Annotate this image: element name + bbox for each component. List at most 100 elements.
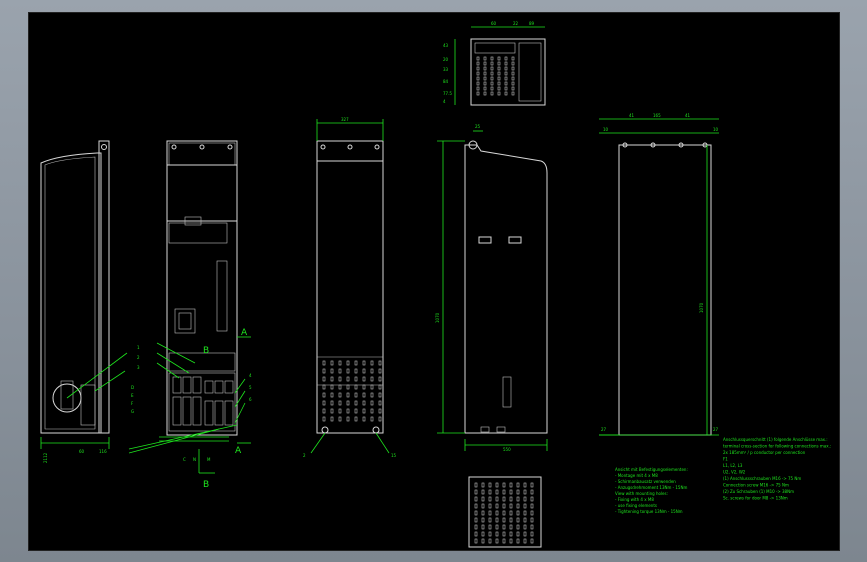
note-line: Anschlussquerschnitt (1) folgende Anschl… (723, 437, 828, 442)
vent-slot (511, 76, 515, 81)
vent-slot (474, 503, 478, 509)
vent-slot (474, 496, 478, 502)
vent-slot (322, 368, 326, 374)
vent-slot (523, 496, 527, 502)
vent-slot (504, 71, 508, 76)
vent-slot (322, 392, 326, 398)
vent-slot (362, 408, 366, 414)
svg-text:60: 60 (491, 21, 497, 26)
note-line: (2) Zu Schrauben (1) M10 -> 38Nm (723, 489, 794, 494)
vent-slot (322, 416, 326, 422)
vent-slot (370, 392, 374, 398)
note-line: (1) Anschlussschrauben M16 -> 75 Nm (723, 476, 801, 481)
vent-slot (509, 538, 513, 544)
section-marker-a-top: A (241, 328, 248, 338)
top-view: 43 20 33 84 77.5 4 60 22 89 (443, 21, 546, 106)
vent-slot (530, 524, 534, 530)
vent-slot (370, 360, 374, 366)
vent-slot (502, 482, 506, 488)
vent-slot (354, 376, 358, 382)
vent-slot (476, 56, 480, 61)
vent-slot (481, 531, 485, 537)
note-line: - Montage mit 4 x M8 (615, 473, 658, 478)
vent-slot (362, 376, 366, 382)
vent-slot (481, 489, 485, 495)
svg-text:2: 2 (303, 453, 306, 458)
vent-slot (362, 400, 366, 406)
vent-slot (497, 91, 501, 96)
vent-slot (523, 517, 527, 523)
notes-left: Ansicht mit Befestigungselementen:- Mont… (615, 467, 688, 514)
vent-slot (322, 408, 326, 414)
vent-slot (338, 376, 342, 382)
vent-slot (530, 517, 534, 523)
note-line: Sc. screws for door M8 -> 13Nm (723, 496, 788, 501)
svg-text:2: 2 (137, 355, 140, 360)
cad-drawing: 2112 60 116 (40, 21, 831, 548)
vent-slot (378, 400, 382, 406)
vent-slot (530, 482, 534, 488)
vent-slot (511, 71, 515, 76)
vent-slot (495, 531, 499, 537)
svg-text:165: 165 (653, 113, 661, 118)
vent-slot (378, 360, 382, 366)
svg-text:15: 15 (391, 453, 397, 458)
vent-slot (481, 496, 485, 502)
vent-slot (516, 489, 520, 495)
vent-slot (497, 71, 501, 76)
vent-slot (346, 392, 350, 398)
svg-text:4: 4 (443, 99, 446, 104)
vent-slot (362, 384, 366, 390)
vent-slot (530, 503, 534, 509)
vent-slot (495, 489, 499, 495)
vent-slot (509, 489, 513, 495)
vent-slot (322, 400, 326, 406)
svg-text:M: M (207, 457, 211, 462)
vent-slot (346, 400, 350, 406)
svg-text:2112: 2112 (43, 452, 48, 463)
note-line: View with mounting holes: (615, 491, 668, 496)
svg-text:N: N (193, 457, 196, 462)
vent-slot (495, 482, 499, 488)
vent-slot (497, 61, 501, 66)
vent-slot (523, 524, 527, 530)
vent-slot (330, 376, 334, 382)
vent-slot (330, 408, 334, 414)
vent-slot (490, 71, 494, 76)
vent-slot (481, 482, 485, 488)
note-line: L1, L2, L3 (723, 463, 743, 468)
vent-slot (338, 368, 342, 374)
vent-slot (490, 76, 494, 81)
note-line: - Anzugsdrehmoment 13Nm - 15Nm (615, 485, 687, 490)
svg-text:10: 10 (603, 127, 609, 132)
vent-slot (483, 81, 487, 86)
note-line: - use fixing elements (615, 503, 657, 508)
vent-slot (483, 56, 487, 61)
note-line: - Tightening torque 13Nm - 15Nm (615, 509, 683, 514)
vent-slot (322, 384, 326, 390)
vent-slot (338, 408, 342, 414)
vent-slot (338, 384, 342, 390)
vent-slot (346, 416, 350, 422)
note-line: F1 (723, 457, 728, 462)
vent-slot (474, 489, 478, 495)
vent-slot (370, 376, 374, 382)
vent-slot (483, 71, 487, 76)
vent-slot (362, 368, 366, 374)
note-line: Ansicht mit Befestigungselementen: (615, 467, 688, 472)
svg-text:84: 84 (443, 79, 449, 84)
vent-slot (504, 56, 508, 61)
vent-slot (378, 384, 382, 390)
vent-slot (378, 376, 382, 382)
vent-slot (476, 61, 480, 66)
notes-right: Anschlussquerschnitt (1) folgende Anschl… (723, 437, 831, 501)
vent-slot (488, 482, 492, 488)
svg-text:F: F (131, 401, 134, 406)
vent-slot (330, 400, 334, 406)
vent-slot (362, 416, 366, 422)
drawing-canvas[interactable]: 2112 60 116 (28, 12, 840, 551)
svg-text:E: E (131, 393, 134, 398)
vent-slot (516, 524, 520, 530)
vent-slot (495, 524, 499, 530)
vent-slot (370, 408, 374, 414)
